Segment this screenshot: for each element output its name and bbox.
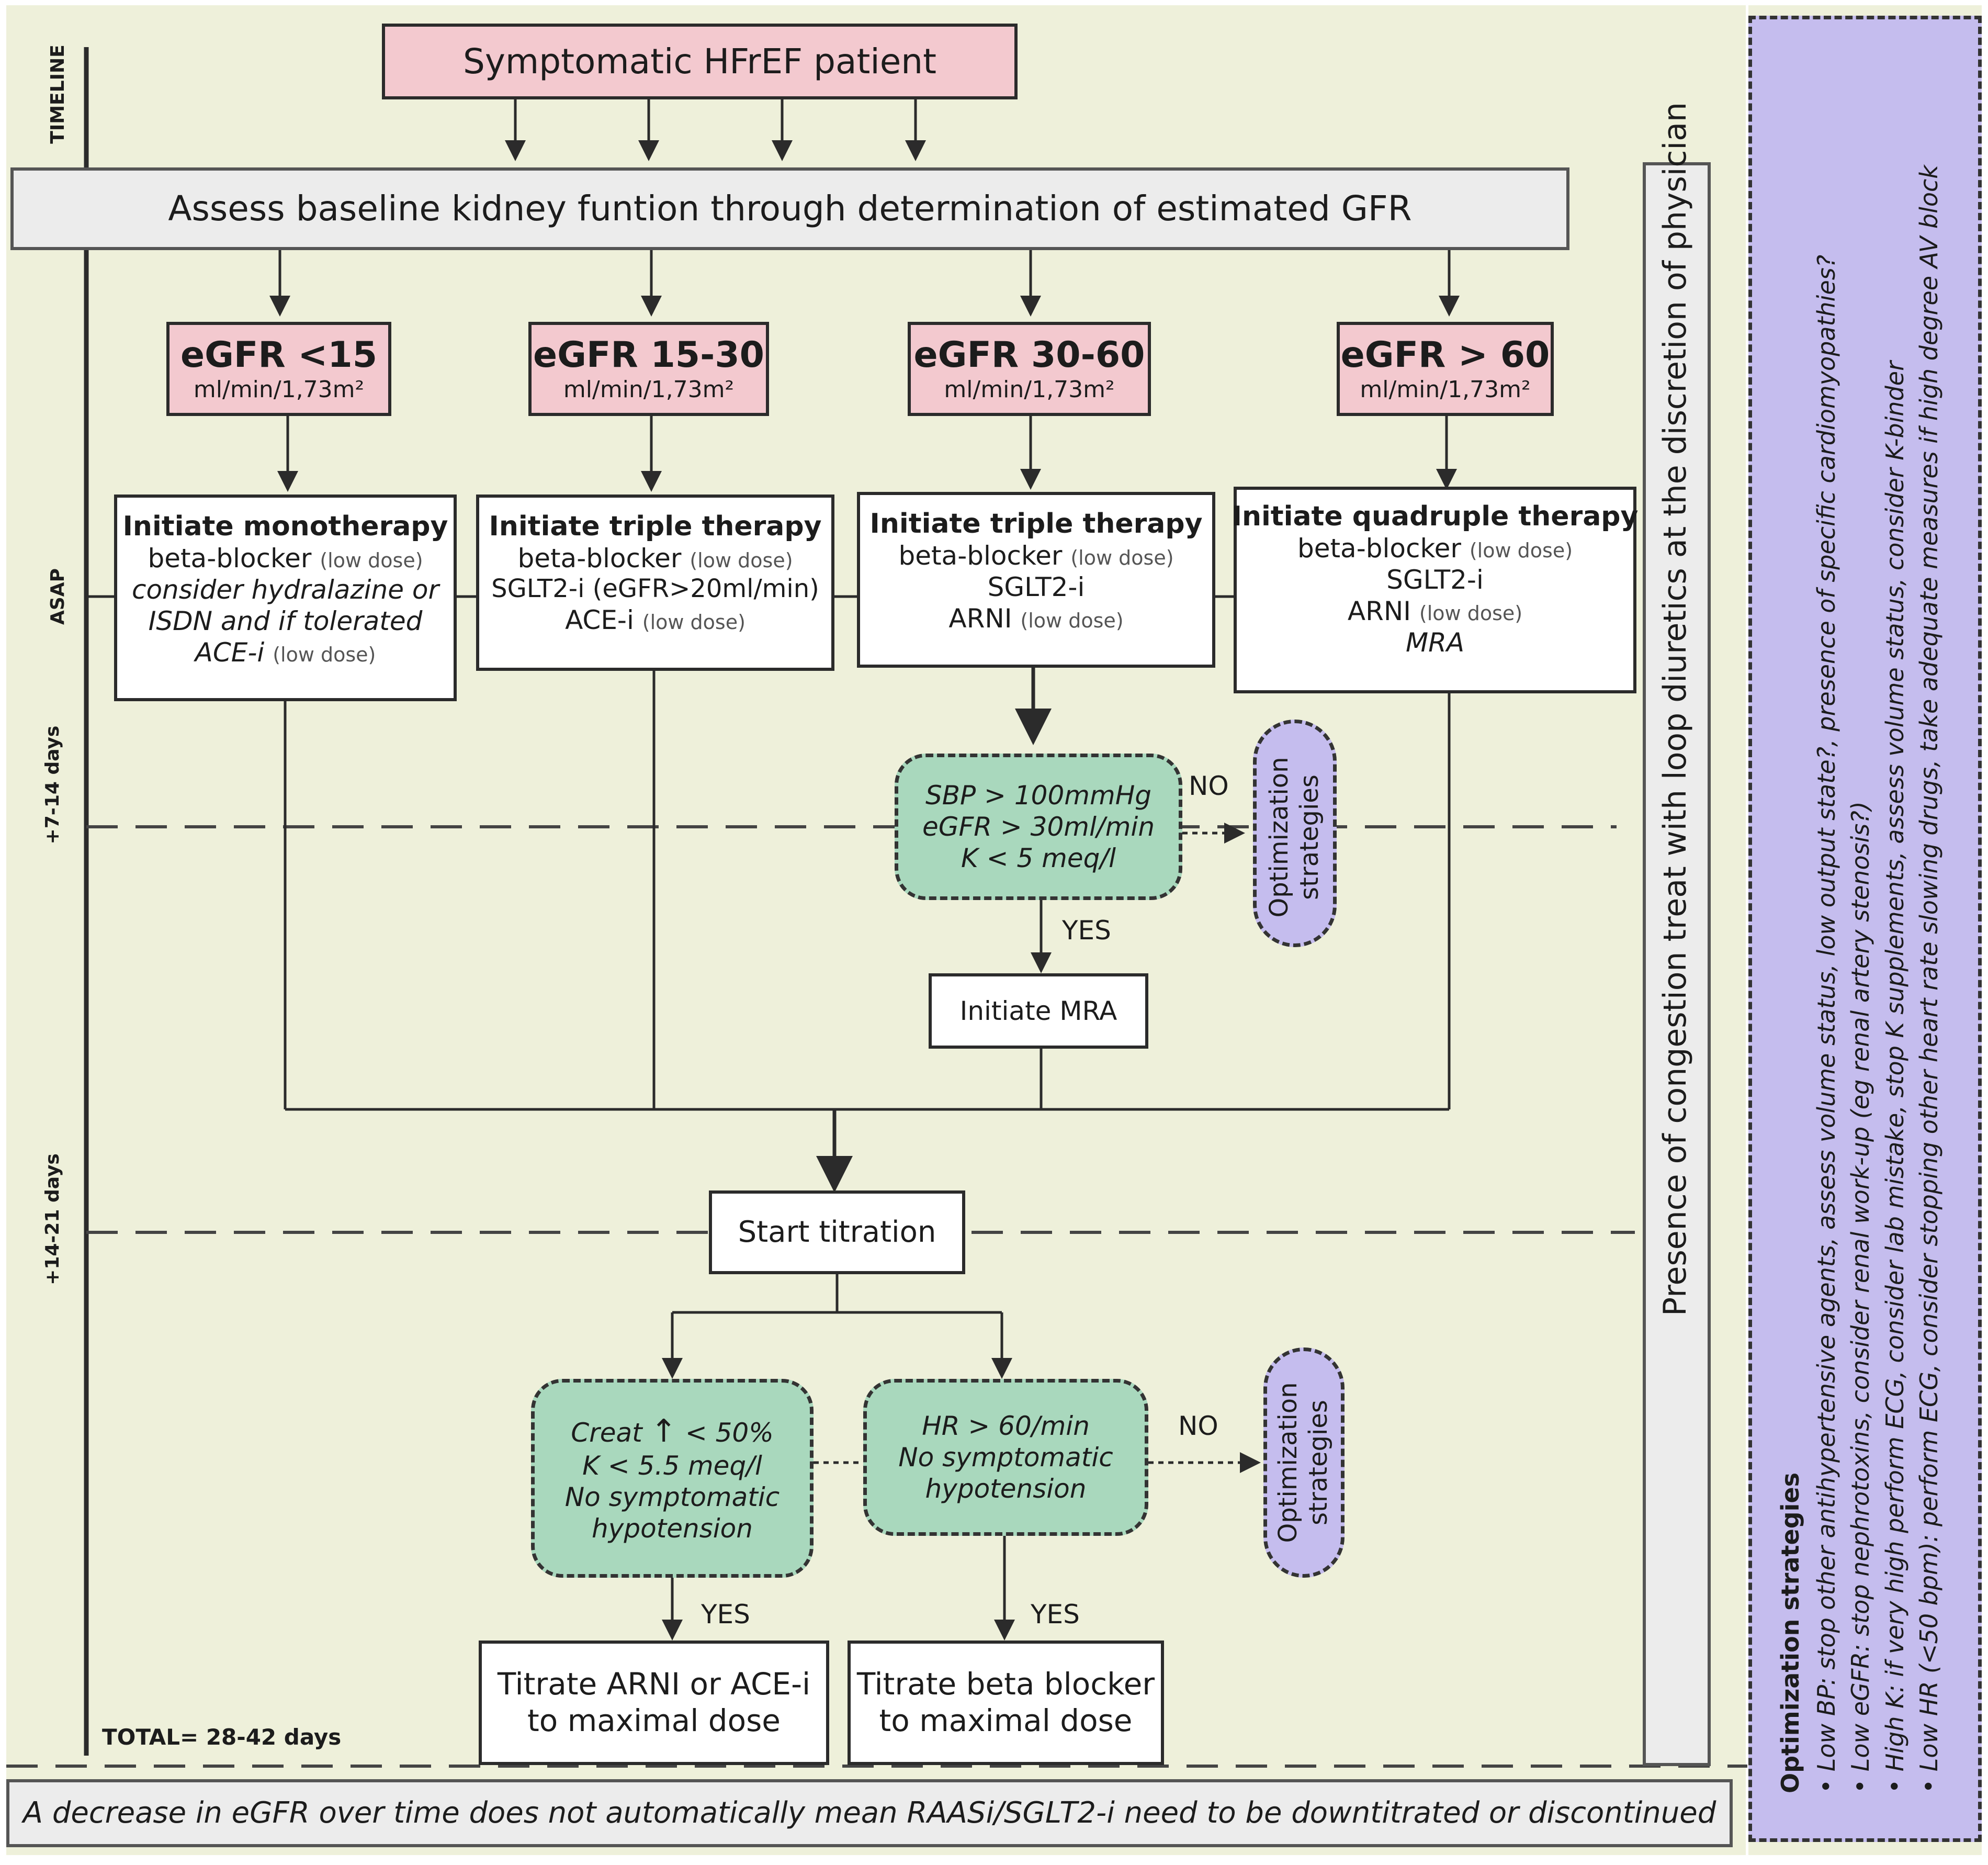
opt-line: strategies	[1295, 774, 1324, 900]
start-titration-box: Start titration	[709, 1190, 965, 1274]
assess-box: Assess baseline kidney funtion through d…	[10, 167, 1569, 250]
check2-yes-right-label: YES	[1031, 1599, 1080, 1630]
therapy-line: ISDN and if tolerated	[148, 606, 423, 637]
check-hr: HR > 60/min No symptomatic hypotension	[863, 1379, 1148, 1536]
initiate-mra-box: Initiate MRA	[929, 973, 1148, 1049]
egfr-label: eGFR 30-60	[913, 334, 1145, 376]
check-line: SBP > 100mmHg	[925, 780, 1152, 811]
check-creat-k: Creat ↑ < 50% K < 5.5 meq/l No symptomat…	[531, 1379, 814, 1578]
therapy-title: Initiate quadruple therapy	[1232, 501, 1639, 532]
check-line: HR > 60/min	[922, 1411, 1090, 1441]
therapy-title: Initiate monotherapy	[122, 511, 448, 542]
therapy-line: beta-blocker (low dose)	[1297, 533, 1573, 564]
egfr-box-lt15: eGFR <15 ml/min/1,73m²	[166, 322, 391, 416]
result-line: to maximal dose	[527, 1703, 781, 1738]
therapy-box-triple-30-60: Initiate triple therapy beta-blocker (lo…	[857, 492, 1215, 668]
optimization-item: • High K: if very high perform ECG, cons…	[1880, 361, 1909, 1793]
assess-label: Assess baseline kidney funtion through d…	[168, 188, 1412, 229]
result-line: Titrate ARNI or ACE-i	[497, 1666, 811, 1702]
egfr-label: eGFR 15-30	[533, 334, 764, 376]
therapy-line: SGLT2-i (eGFR>20ml/min)	[491, 574, 819, 604]
check1-no-label: NO	[1189, 771, 1229, 801]
therapy-line: SGLT2-i	[1386, 565, 1484, 596]
therapy-line: ARNI (low dose)	[1347, 596, 1523, 627]
check-line: K < 5 meq/l	[961, 843, 1116, 873]
therapy-box-quadruple: Initiate quadruple therapy beta-blocker …	[1232, 487, 1639, 693]
therapy-line: beta-blocker (low dose)	[517, 543, 793, 574]
patient-box: Symptomatic HFrEF patient	[382, 24, 1018, 99]
check-line: Creat ↑ < 50%	[571, 1413, 774, 1450]
therapy-title: Initiate triple therapy	[489, 511, 822, 542]
check-line: No symptomatic	[898, 1442, 1113, 1473]
optimization-strategies-box-1	[1253, 720, 1337, 947]
check-sbp-egfr-k: SBP > 100mmHg eGFR > 30ml/min K < 5 meq/…	[895, 754, 1182, 900]
optimization-strategies-box-2	[1263, 1347, 1345, 1578]
optimization-item: • Low HR (<50 bpm): perform ECG, conside…	[1914, 165, 1943, 1793]
timeline-total: TOTAL= 28-42 days	[102, 1724, 342, 1750]
timeline-title: TIMELINE	[47, 44, 69, 144]
check-line: eGFR > 30ml/min	[922, 812, 1155, 842]
therapy-line: consider hydralazine or	[131, 575, 439, 605]
check-line: hypotension	[592, 1513, 753, 1544]
optimization-panel	[1748, 16, 1982, 1842]
egfr-label: eGFR <15	[180, 334, 378, 376]
opt-line: Optimization	[1264, 757, 1294, 918]
check2-no-label: NO	[1178, 1411, 1218, 1441]
therapy-box-monotherapy: Initiate monotherapy beta-blocker (low d…	[114, 495, 457, 701]
check-line: No symptomatic	[564, 1482, 780, 1512]
egfr-unit: ml/min/1,73m²	[944, 376, 1115, 403]
optimization-item: • Low eGFR: stop nephrotoxins, consider …	[1846, 801, 1875, 1793]
therapy-line: ACE-i (low dose)	[565, 604, 746, 635]
titrate-beta-blocker-box: Titrate beta blocker to maximal dose	[848, 1641, 1164, 1765]
therapy-line: ACE-i (low dose)	[195, 637, 376, 668]
therapy-line: MRA	[1405, 627, 1465, 658]
result-line: Titrate beta blocker	[856, 1666, 1155, 1702]
check-line: K < 5.5 meq/l	[582, 1451, 762, 1481]
congestion-note-box	[1643, 162, 1711, 1766]
start-titration-label: Start titration	[738, 1215, 936, 1250]
timeline-week1: +7-14 days	[42, 725, 63, 845]
check2-yes-left-label: YES	[701, 1599, 750, 1630]
timeline-week2: +14-21 days	[42, 1153, 63, 1285]
opt-line: strategies	[1304, 1400, 1333, 1525]
optimization-panel-title: Optimization strategies	[1776, 1473, 1805, 1793]
bottom-note-label: A decrease in eGFR over time does not au…	[22, 1796, 1716, 1830]
egfr-unit: ml/min/1,73m²	[563, 376, 735, 403]
therapy-line: beta-blocker (low dose)	[148, 543, 423, 574]
therapy-line: SGLT2-i	[987, 572, 1085, 603]
check1-yes-label: YES	[1062, 915, 1111, 946]
titrate-arni-box: Titrate ARNI or ACE-i to maximal dose	[479, 1641, 829, 1765]
egfr-box-15-30: eGFR 15-30 ml/min/1,73m²	[528, 322, 769, 416]
check-line: hypotension	[925, 1474, 1087, 1504]
initiate-mra-label: Initiate MRA	[959, 996, 1117, 1026]
therapy-title: Initiate triple therapy	[869, 508, 1203, 540]
optimization-strategies-label-2: Optimization strategies	[1273, 1347, 1333, 1578]
therapy-line: ARNI (low dose)	[948, 603, 1124, 634]
congestion-note-label: Presence of congestion treat with loop d…	[1657, 102, 1693, 1316]
egfr-unit: ml/min/1,73m²	[193, 376, 365, 403]
egfr-label: eGFR > 60	[1340, 334, 1550, 376]
result-line: to maximal dose	[879, 1703, 1133, 1738]
optimization-panel-content: Optimization strategies • Low BP: stop o…	[1760, 40, 1959, 1814]
timeline-asap: ASAP	[47, 568, 69, 625]
patient-label: Symptomatic HFrEF patient	[462, 41, 937, 82]
egfr-unit: ml/min/1,73m²	[1360, 376, 1531, 403]
optimization-item: • Low BP: stop other antihypertensive ag…	[1812, 254, 1841, 1793]
therapy-line: beta-blocker (low dose)	[898, 541, 1174, 571]
bottom-note-box: A decrease in eGFR over time does not au…	[6, 1779, 1733, 1847]
opt-line: Optimization	[1273, 1382, 1303, 1543]
egfr-box-gt60: eGFR > 60 ml/min/1,73m²	[1337, 322, 1554, 416]
optimization-strategies-label-1: Optimization strategies	[1264, 722, 1324, 952]
therapy-box-triple-15-30: Initiate triple therapy beta-blocker (lo…	[476, 495, 834, 671]
egfr-box-30-60: eGFR 30-60 ml/min/1,73m²	[908, 322, 1151, 416]
